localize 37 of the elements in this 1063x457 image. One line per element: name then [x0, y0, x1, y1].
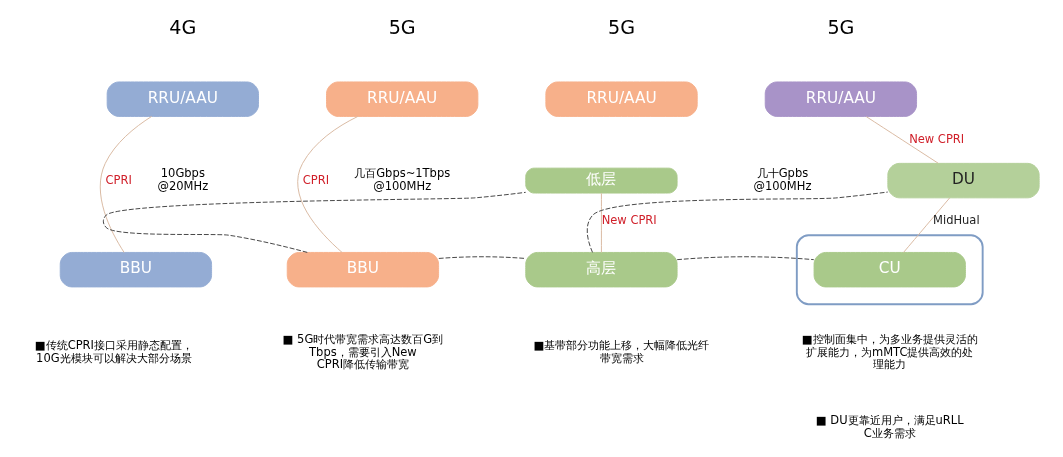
- node-box: DU: [887, 162, 1040, 199]
- label: 几十Gpbs @100MHz: [753, 166, 812, 193]
- node-box: BBU: [286, 251, 440, 288]
- node-box: RRU/AAU: [545, 81, 698, 117]
- edge-label: MidHual: [933, 213, 980, 228]
- node-box: BBU: [59, 251, 213, 288]
- cluster: [795, 234, 984, 306]
- label: ■传统CPRI接口采用静态配置，10G光模块可以解决大部分场景: [34, 338, 193, 365]
- label: 几百Gbps~1Tbps @100MHz: [354, 166, 451, 193]
- connector: [297, 116, 359, 253]
- connector: [903, 197, 951, 253]
- label: 5G: [827, 16, 855, 40]
- label: 4G: [169, 16, 197, 40]
- label: ■基带部分功能上移，大幅降低光纤带宽需求: [533, 338, 710, 365]
- label: ■控制面集中，为多业务提供灵活的扩展能力，为mMTC提供高效的处理能力: [801, 332, 978, 371]
- edge-label: New CPRI: [601, 213, 657, 228]
- node-box: RRU/AAU: [106, 81, 259, 117]
- node-box: RRU/AAU: [764, 81, 918, 117]
- label: 10Gbps @20MHz: [157, 166, 209, 193]
- connector: [600, 192, 602, 253]
- edge-label: New CPRI: [909, 131, 965, 146]
- label: ■ DU更靠近用户，满足uRLLC业务需求: [815, 413, 964, 440]
- node-box: CU: [813, 251, 966, 288]
- node-box: 低层: [525, 167, 678, 194]
- connector: [99, 115, 153, 253]
- label: 5G: [608, 16, 636, 40]
- connector: [102, 191, 527, 253]
- edge-label: CPRI: [105, 172, 132, 187]
- node-box: 高层: [525, 251, 678, 288]
- label: 5G: [388, 16, 416, 40]
- label: ■ 5G时代带宽需求高达数百G到Tbps，需要引入New CPRI降低传输带宽: [282, 332, 444, 371]
- connector: [586, 191, 889, 253]
- connector: [865, 116, 939, 164]
- edge-label: CPRI: [302, 172, 330, 187]
- node-box: RRU/AAU: [326, 81, 479, 117]
- connector: [676, 256, 815, 261]
- connector: [438, 256, 526, 259]
